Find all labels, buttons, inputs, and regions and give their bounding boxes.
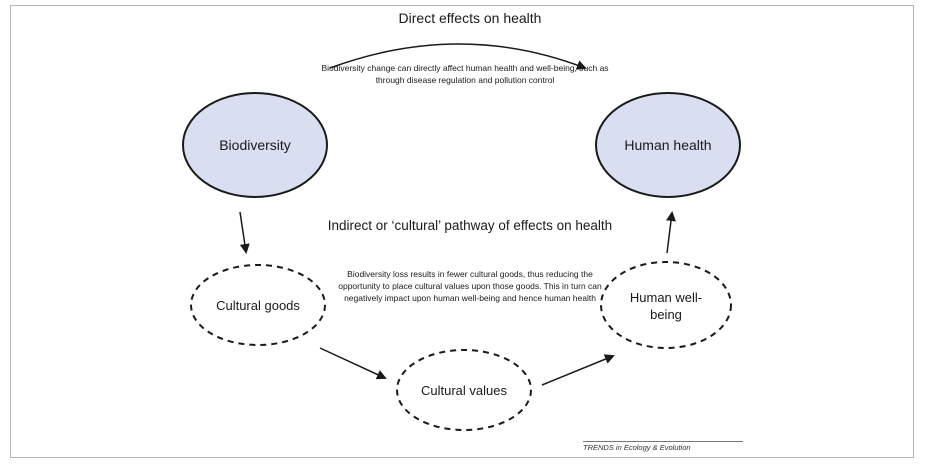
journal-credit: TRENDS in Ecology & Evolution	[583, 441, 743, 452]
arrow-wellbeing-to-human-health	[666, 211, 676, 254]
direct-effects-description: Biodiversity change can directly affect …	[321, 63, 609, 85]
cultural-values-node	[396, 349, 532, 431]
cultural-goods-node	[190, 264, 326, 346]
biodiversity-label: Biodiversity	[219, 136, 291, 153]
human-wellbeing-node	[600, 261, 732, 349]
human-health-node	[595, 92, 741, 198]
figure-frame	[10, 5, 914, 458]
direct-effects-title: Direct effects on health	[398, 10, 542, 26]
human-health-label: Human health	[624, 136, 712, 153]
human-wellbeing-label: Human well-being	[629, 290, 703, 322]
cultural-values-label: Cultural values	[421, 382, 507, 398]
arrow-cultural-goods-to-cultural-values	[319, 347, 387, 380]
arrow-biodiversity-to-cultural-goods	[239, 211, 250, 254]
indirect-pathway-title: Indirect or ‘cultural’ pathway of effect…	[327, 218, 613, 233]
indirect-pathway-description: Biodiversity loss results in fewer cultu…	[338, 269, 602, 303]
arrow-cultural-values-to-wellbeing	[541, 354, 615, 386]
direct-effect-arrow	[329, 43, 587, 70]
cultural-goods-label: Cultural goods	[216, 297, 300, 313]
biodiversity-node	[182, 92, 328, 198]
